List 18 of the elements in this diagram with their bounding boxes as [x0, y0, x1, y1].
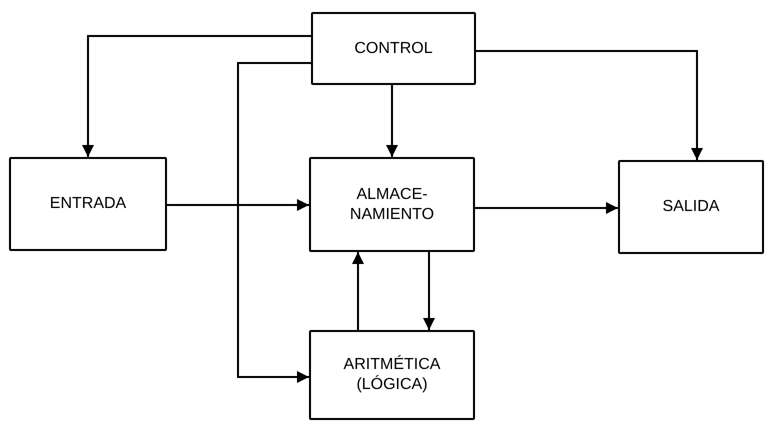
arrow: [475, 202, 618, 214]
process-box: [9, 157, 167, 251]
box-label: CONTROL: [354, 38, 433, 58]
arrow: [386, 85, 398, 157]
arrow: [82, 35, 311, 157]
box-label: ALMACE- NAMIENTO: [348, 184, 436, 224]
arrow: [423, 252, 435, 330]
arrow: [237, 62, 311, 383]
arrow: [476, 50, 703, 160]
process-box: [309, 157, 475, 252]
arrow: [352, 252, 364, 330]
process-box: [311, 12, 476, 85]
process-box: [309, 330, 475, 420]
box-label: SALIDA: [662, 197, 720, 217]
process-box: [618, 160, 764, 254]
box-label: ARITMÉTICA (LÓGICA): [342, 355, 442, 395]
arrow: [167, 199, 309, 211]
box-label: ENTRADA: [50, 194, 126, 214]
